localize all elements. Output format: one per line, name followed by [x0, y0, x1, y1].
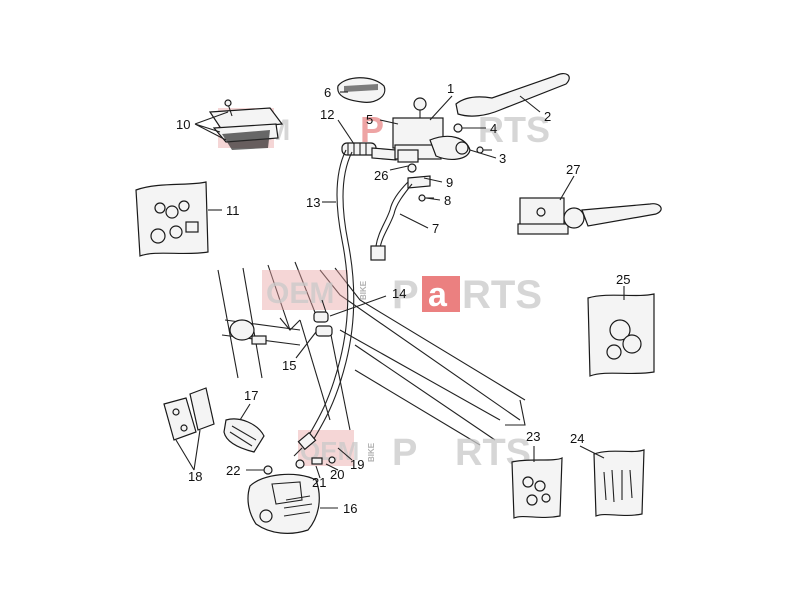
watermark-rts-text: RTS: [478, 109, 550, 150]
callout-4: 4: [490, 121, 497, 136]
callout-17: 17: [244, 388, 258, 403]
callout-15: 15: [282, 358, 296, 373]
callout-20: 20: [330, 467, 344, 482]
part-kit-bag-23: [511, 457, 563, 519]
part-switch-small: [407, 163, 434, 202]
leader-lines: [175, 91, 625, 509]
callout-27: 27: [566, 162, 580, 177]
callout-24: 24: [570, 431, 584, 446]
callout-14: 14: [392, 286, 406, 301]
part-kit-bag-11: [135, 181, 209, 257]
callout-23: 23: [526, 429, 540, 444]
part-stop-switch-cable: [370, 181, 413, 261]
callout-7: 7: [432, 221, 439, 236]
watermark-bike-text-2: BIKE: [367, 442, 376, 462]
callout-13: 13: [306, 195, 320, 210]
part-grip-cover: [337, 77, 386, 103]
callout-5: 5: [366, 112, 373, 127]
callout-21: 21: [312, 475, 326, 490]
callout-18: 18: [188, 469, 202, 484]
watermark-rts-text-2: RTS: [462, 273, 542, 317]
part-kit-bag-24: [593, 449, 645, 517]
part-mirror-brackets: [208, 99, 284, 150]
watermark-p-text-3: P: [392, 432, 417, 474]
part-master-cylinder-assembly: [517, 197, 662, 235]
callout-12: 12: [320, 107, 334, 122]
watermark-bottom: OEM BIKE P RTS: [298, 430, 531, 474]
callout-19: 19: [350, 457, 364, 472]
callout-16: 16: [343, 501, 357, 516]
callout-6: 6: [324, 85, 331, 100]
callout-22: 22: [226, 463, 240, 478]
part-caliper-fasteners: [263, 447, 336, 475]
frame-tubes: [217, 261, 526, 446]
watermark-a-text: a: [428, 276, 448, 314]
callout-11: 11: [226, 203, 240, 218]
callout-2: 2: [544, 109, 551, 124]
callout-1: 1: [447, 81, 454, 96]
callout-8: 8: [444, 193, 451, 208]
part-brake-hose: [297, 149, 355, 451]
callout-26: 26: [374, 168, 388, 183]
part-handle-grip: [341, 142, 397, 161]
callout-9: 9: [446, 175, 453, 190]
callout-25: 25: [616, 272, 630, 287]
callout-3: 3: [499, 151, 506, 166]
part-brake-lever: [455, 72, 570, 117]
part-brake-caliper: [247, 473, 320, 534]
watermark-middle: OEM BIKE P a RTS: [262, 270, 542, 317]
callout-labels: 1 2 3 4 5 6 7 8 9 10 11 12 13 14 15 16 1…: [176, 81, 630, 516]
part-hose-clips: [313, 299, 333, 337]
callout-10: 10: [176, 117, 190, 132]
watermark-bike-text: BIKE: [359, 280, 368, 300]
watermark-p-text-2: P: [392, 273, 419, 317]
part-master-cylinder: [392, 97, 471, 163]
part-brake-pad: [223, 418, 265, 453]
part-kit-bag-25: [587, 293, 655, 377]
part-pad-plates: [163, 387, 215, 441]
